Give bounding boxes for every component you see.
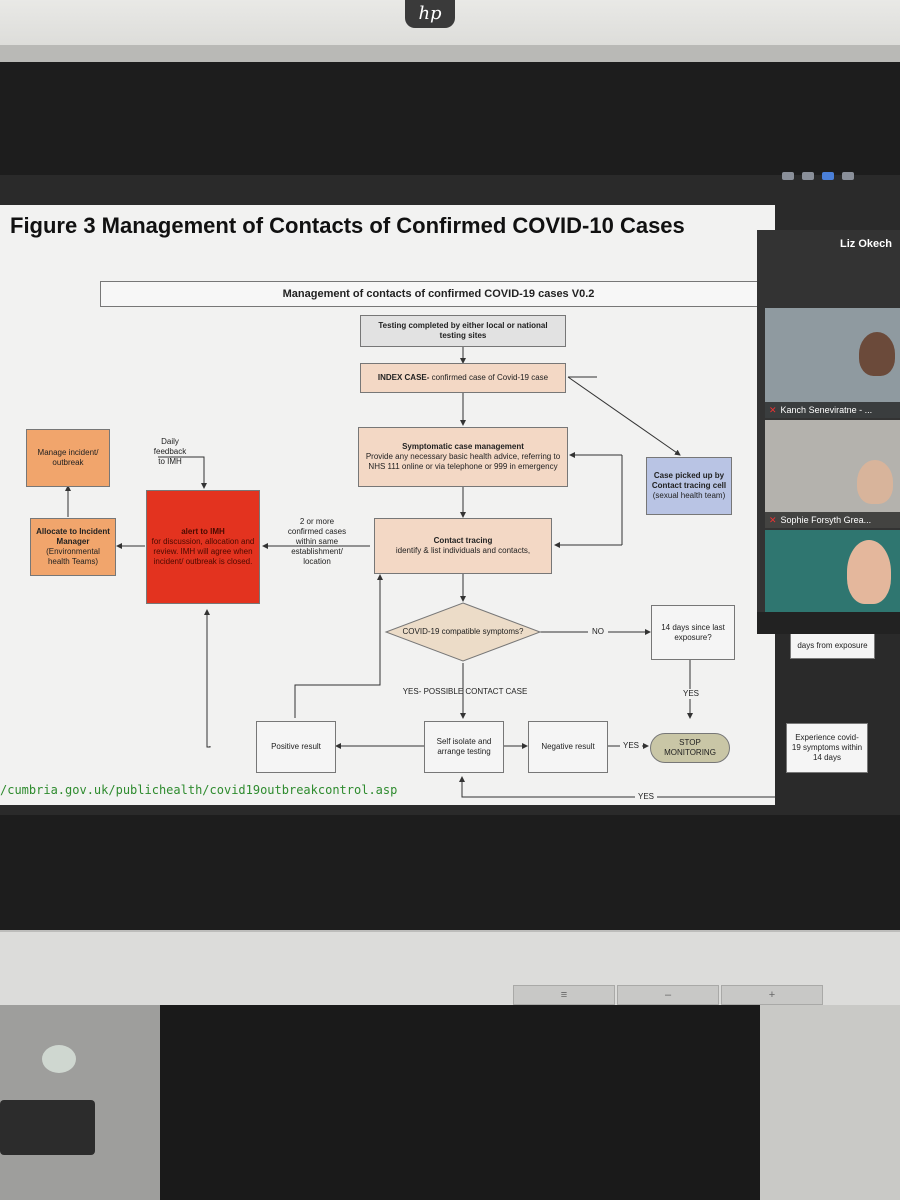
yes-label-3: YES xyxy=(635,792,657,802)
possible-contact-label: YES- POSSIBLE CONTACT CASE xyxy=(402,687,528,696)
contact-tracing-text: identify & list individuals and contacts… xyxy=(395,546,531,555)
participant-name-2-text: Sophie Forsyth Grea... xyxy=(780,515,872,525)
participant-avatar xyxy=(857,460,893,504)
flowchart-title: Management of contacts of confirmed COVI… xyxy=(100,281,777,307)
minimize-icon[interactable] xyxy=(782,172,794,180)
allocate-manager-text: (Environmental health Teams) xyxy=(46,547,100,566)
stop-monitoring-text: STOP MONITORING xyxy=(664,738,716,757)
fourteen-days-text: 14 days since last exposure? xyxy=(661,622,725,642)
presenter-name: Liz Okech xyxy=(840,238,892,250)
window-controls[interactable] xyxy=(782,172,854,180)
testing-box: Testing completed by either local or nat… xyxy=(360,315,566,347)
monitor-buttons[interactable]: ≡ – + xyxy=(513,985,823,1005)
hp-logo: hp xyxy=(405,0,455,28)
self-isolate-box: Self isolate and arrange testing xyxy=(424,721,504,773)
symptomatic-title: Symptomatic case management xyxy=(402,442,524,451)
alert-imh-title: alert to IMH xyxy=(181,527,225,536)
index-case-box: INDEX CASE- confirmed case of Covid-19 c… xyxy=(360,363,566,393)
negative-result-box: Negative result xyxy=(528,721,608,773)
source-url[interactable]: /cumbria.gov.uk/publichealth/covid19outb… xyxy=(0,783,398,797)
sticker xyxy=(42,1045,76,1073)
muted-mic-icon: ✕ xyxy=(769,405,777,415)
positive-result-box: Positive result xyxy=(256,721,336,773)
index-case-text: confirmed case of Covid-19 case xyxy=(429,373,549,382)
manage-incident-box: Manage incident/ outbreak xyxy=(26,429,110,487)
fourteen-days-box: 14 days since last exposure? xyxy=(651,605,735,660)
yes-label-1: YES xyxy=(680,689,702,699)
alert-imh-box: alert to IMH for discussion, allocation … xyxy=(146,490,260,604)
index-case-label: INDEX CASE- xyxy=(377,373,430,382)
allocate-manager-title: Allocate to Incident Manager xyxy=(36,527,110,546)
muted-mic-icon: ✕ xyxy=(769,515,777,525)
no-label: NO xyxy=(588,627,608,637)
participant-avatar xyxy=(847,540,891,604)
experience-symptoms-box: Experience covid-19 symptoms within 14 d… xyxy=(786,723,868,773)
self-isolate-text: Self isolate and arrange testing xyxy=(436,737,492,756)
participant-name-1-text: Kanch Seneviratne - ... xyxy=(780,405,873,415)
positive-result-text: Positive result xyxy=(271,742,321,751)
contact-tracing-title: Contact tracing xyxy=(433,536,493,545)
yes-label-2: YES xyxy=(620,741,642,751)
figure-title: Figure 3 Management of Contacts of Confi… xyxy=(10,213,685,238)
participant-avatar xyxy=(859,332,895,376)
allocate-manager-box: Allocate to Incident Manager (Environmen… xyxy=(30,518,116,576)
monitor-top-edge xyxy=(0,45,900,65)
menu-button[interactable]: ≡ xyxy=(513,985,615,1005)
shared-slide: Figure 3 Management of Contacts of Confi… xyxy=(0,205,875,805)
experience-symptoms-text: Experience covid-19 symptoms within 14 d… xyxy=(791,733,863,762)
restore-icon[interactable] xyxy=(802,172,814,180)
manage-incident-text: Manage incident/ outbreak xyxy=(37,448,99,467)
case-picked-up-box: Case picked up by Contact tracing cell (… xyxy=(646,457,732,515)
symptomatic-text: Provide any necessary basic health advic… xyxy=(365,452,561,471)
contact-tracing-box: Contact tracing identify & list individu… xyxy=(374,518,552,574)
monitor-stand xyxy=(160,1005,760,1200)
participant-tile-1[interactable] xyxy=(765,308,900,418)
participant-tile-2[interactable] xyxy=(765,420,900,528)
participant-name-1: ✕Kanch Seneviratne - ... xyxy=(765,402,900,418)
plus-button[interactable]: + xyxy=(721,985,823,1005)
case-picked-text: (sexual health team) xyxy=(652,491,726,500)
participant-name-2: ✕Sophie Forsyth Grea... xyxy=(765,512,900,528)
testing-text: Testing completed by either local or nat… xyxy=(378,321,548,340)
view-icon[interactable] xyxy=(822,172,834,180)
days-from-exposure-text: days from exposure xyxy=(797,641,868,650)
compatible-symptoms-label: COVID-19 compatible symptoms? xyxy=(402,627,524,636)
stop-monitoring-box: STOP MONITORING xyxy=(650,733,730,763)
minus-button[interactable]: – xyxy=(617,985,719,1005)
case-picked-title: Case picked up by Contact tracing cell xyxy=(651,471,727,490)
daily-feedback-label: Daily feedback to IMH xyxy=(153,437,187,466)
symptomatic-box: Symptomatic case management Provide any … xyxy=(358,427,568,487)
grid-icon[interactable] xyxy=(842,172,854,180)
days-from-exposure-box: days from exposure xyxy=(790,633,875,659)
negative-result-text: Negative result xyxy=(541,742,595,751)
participant-tile-3[interactable] xyxy=(765,530,900,612)
panel-collapse-bar[interactable] xyxy=(757,612,900,634)
desk-right xyxy=(760,1005,900,1200)
usb-hub xyxy=(0,1100,95,1155)
two-or-more-label: 2 or more confirmed cases within same es… xyxy=(287,517,347,566)
alert-imh-text: for discussion, allocation and review. I… xyxy=(151,537,255,566)
